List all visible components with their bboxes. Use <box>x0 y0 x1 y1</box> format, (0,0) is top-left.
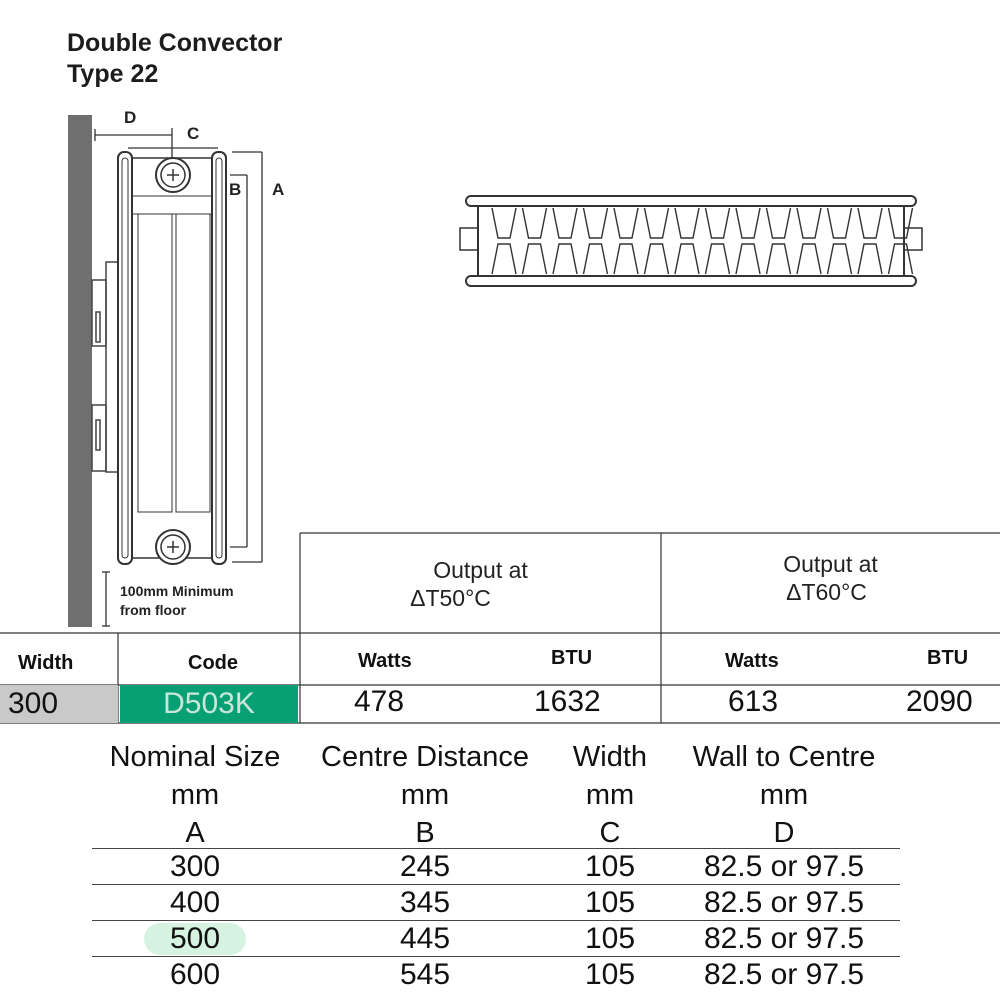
size-header-centre-line-3: B <box>415 817 435 849</box>
size-cell-d: 82.5 or 97.5 <box>703 958 865 991</box>
wall <box>68 115 92 627</box>
pipe-crosses <box>167 169 179 553</box>
output-group-dt60-line-1: Output at <box>783 551 878 577</box>
dimension-label-a: A <box>272 180 285 199</box>
size-header-width-line-3: C <box>599 817 621 849</box>
column-header-watts-dt50: Watts <box>358 650 412 672</box>
size-cell-b: 445 <box>399 922 451 955</box>
top-view-outline <box>459 195 923 287</box>
selected-width-cell: 300 <box>0 685 118 723</box>
title-line-2: Type 22 <box>67 60 159 88</box>
size-header-centre-line-1: Centre Distance <box>321 741 529 773</box>
size-header-wall-line-3: D <box>773 817 795 849</box>
size-table-rule <box>92 920 900 921</box>
size-cell-b: 545 <box>399 958 451 991</box>
column-header-width: Width <box>18 652 74 674</box>
size-header-wall-line-1: Wall to Centre <box>692 741 876 773</box>
page-title: Double Convector Type 22 <box>67 28 282 90</box>
size-table-rule <box>92 848 900 849</box>
size-cell-d: 82.5 or 97.5 <box>703 922 865 955</box>
watts-dt50-value: 478 <box>354 685 405 718</box>
size-cell-b: 345 <box>399 886 451 919</box>
size-header-wall-to-centre: Wall to Centre mm D <box>672 738 896 852</box>
size-cell-b: 245 <box>399 850 451 883</box>
size-cell-d: 82.5 or 97.5 <box>703 850 865 883</box>
size-header-nominal-line-1: Nominal Size <box>109 741 281 773</box>
dimension-label-d: D <box>124 108 137 127</box>
highlighted-size: 500 <box>143 923 247 955</box>
convector-fins <box>491 207 914 275</box>
size-cell-a: 400 <box>169 886 221 919</box>
dimension-lines <box>94 128 263 627</box>
wall-brackets <box>91 261 119 473</box>
size-header-width-line-1: Width <box>572 741 648 773</box>
size-header-width-line-2: mm <box>585 779 635 811</box>
size-cell-a: 300 <box>169 850 221 883</box>
column-header-watts-dt60: Watts <box>725 650 779 672</box>
output-group-dt50-line-1: Output at <box>433 557 528 583</box>
size-cell-c: 105 <box>584 850 636 883</box>
side-view-diagram <box>68 115 263 627</box>
size-cell-a-highlighted: 500 <box>95 921 295 957</box>
btu-dt50-value: 1632 <box>534 685 601 718</box>
btu-dt60-value: 2090 <box>906 685 973 718</box>
output-group-dt50-line-2: ΔT50°C <box>410 585 491 611</box>
dimension-label-c: C <box>187 124 200 143</box>
size-header-nominal-line-2: mm <box>170 779 220 811</box>
size-cell-c: 105 <box>584 922 636 955</box>
size-table-rule <box>92 956 900 957</box>
size-header-width: Width mm C <box>555 738 665 852</box>
watts-dt60-value: 613 <box>728 685 779 718</box>
size-cell-c: 105 <box>584 958 636 991</box>
pipe-connections <box>155 157 191 565</box>
dimension-label-b: B <box>229 180 242 199</box>
product-code-cell: D503K <box>120 685 298 723</box>
floor-note-line-1: 100mm Minimum <box>120 583 234 599</box>
size-cell-d: 82.5 or 97.5 <box>703 886 865 919</box>
column-header-code: Code <box>188 652 238 674</box>
size-cell-a: 600 <box>169 958 221 991</box>
output-group-dt50: Output at ΔT50°C <box>300 556 661 612</box>
top-view-diagram <box>459 195 923 287</box>
size-header-centre-distance: Centre Distance mm B <box>305 738 545 852</box>
size-cell-c: 105 <box>584 886 636 919</box>
size-header-wall-line-2: mm <box>759 779 809 811</box>
column-header-btu-dt50: BTU <box>551 647 593 669</box>
size-header-centre-line-2: mm <box>400 779 450 811</box>
size-header-nominal-line-3: A <box>185 817 205 849</box>
floor-clearance-note: 100mm Minimum from floor <box>120 582 234 620</box>
title-line-1: Double Convector <box>67 29 283 57</box>
output-group-dt60: Output at ΔT60°C <box>661 550 1000 606</box>
size-header-nominal: Nominal Size mm A <box>95 738 295 852</box>
output-group-dt60-line-2: ΔT60°C <box>786 579 867 605</box>
column-header-btu-dt60: BTU <box>927 647 969 669</box>
floor-note-line-2: from floor <box>120 602 187 618</box>
size-table-rule <box>92 884 900 885</box>
radiator-panels <box>117 151 227 565</box>
